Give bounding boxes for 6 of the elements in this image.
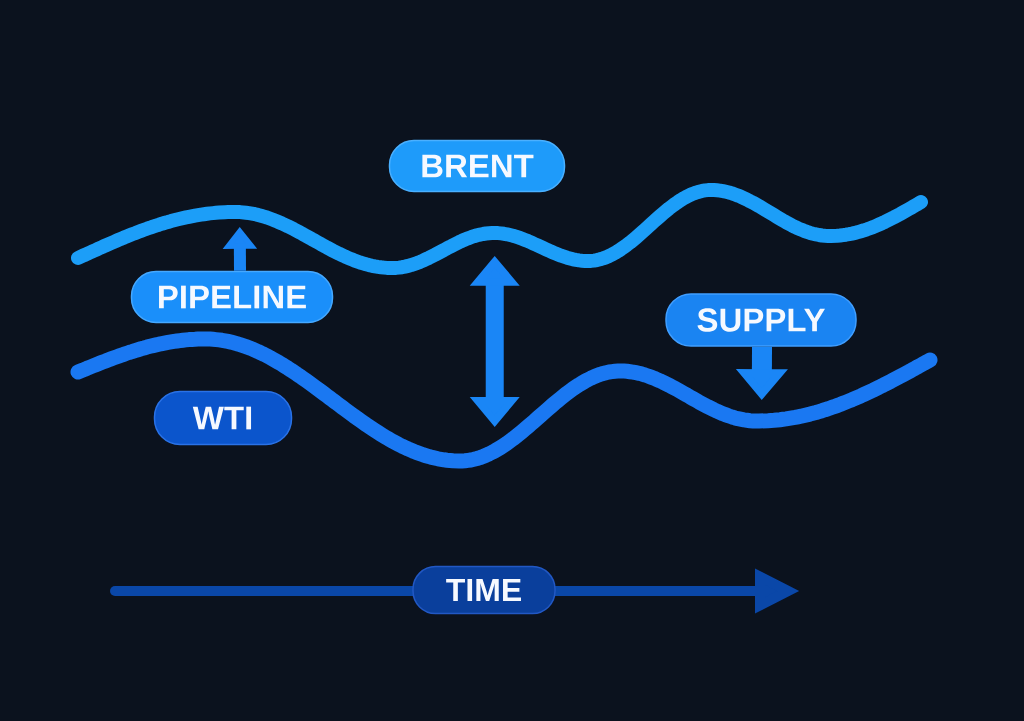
price-line	[70, 331, 938, 469]
price-line	[71, 183, 928, 275]
factor-label-pill: PIPELINE	[130, 270, 334, 324]
series-label-pill: BRENT	[388, 139, 566, 193]
factor-label-pill: SUPPLY	[665, 293, 857, 347]
axis-label-pill: TIME	[412, 565, 556, 615]
